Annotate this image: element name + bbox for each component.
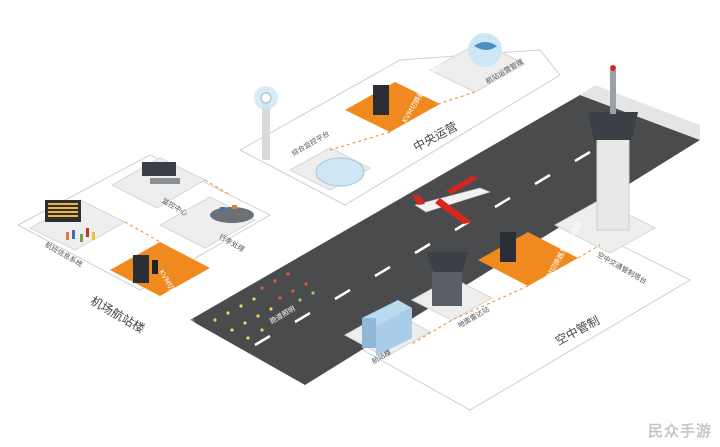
kvm-rack-terminal <box>133 255 149 283</box>
small-tower <box>427 252 468 306</box>
panel-kvm-tower <box>478 232 578 286</box>
central-platform-pool <box>315 157 365 187</box>
runway-centerline <box>254 127 631 347</box>
runway-lights <box>213 272 315 340</box>
connector-lines <box>124 91 601 346</box>
airplane-icon <box>412 176 491 224</box>
panel-kvm-center <box>345 82 440 132</box>
passengers <box>66 228 95 242</box>
security-desk <box>150 178 180 184</box>
terminal-frame <box>17 154 272 291</box>
panel-kvm-terminal <box>110 242 210 296</box>
globe-icon <box>468 33 502 67</box>
radar-mast <box>262 95 270 160</box>
control-tower <box>588 65 638 231</box>
facility-building <box>362 300 412 356</box>
kvm-rack-tower <box>500 232 516 262</box>
board-rows <box>48 203 78 217</box>
runway <box>190 95 700 385</box>
security-monitors <box>142 162 176 176</box>
baggage-belt <box>210 207 254 223</box>
center-frame <box>239 49 561 206</box>
watermark: 民众手游 <box>647 422 712 440</box>
kvm-rack-center <box>373 85 389 115</box>
